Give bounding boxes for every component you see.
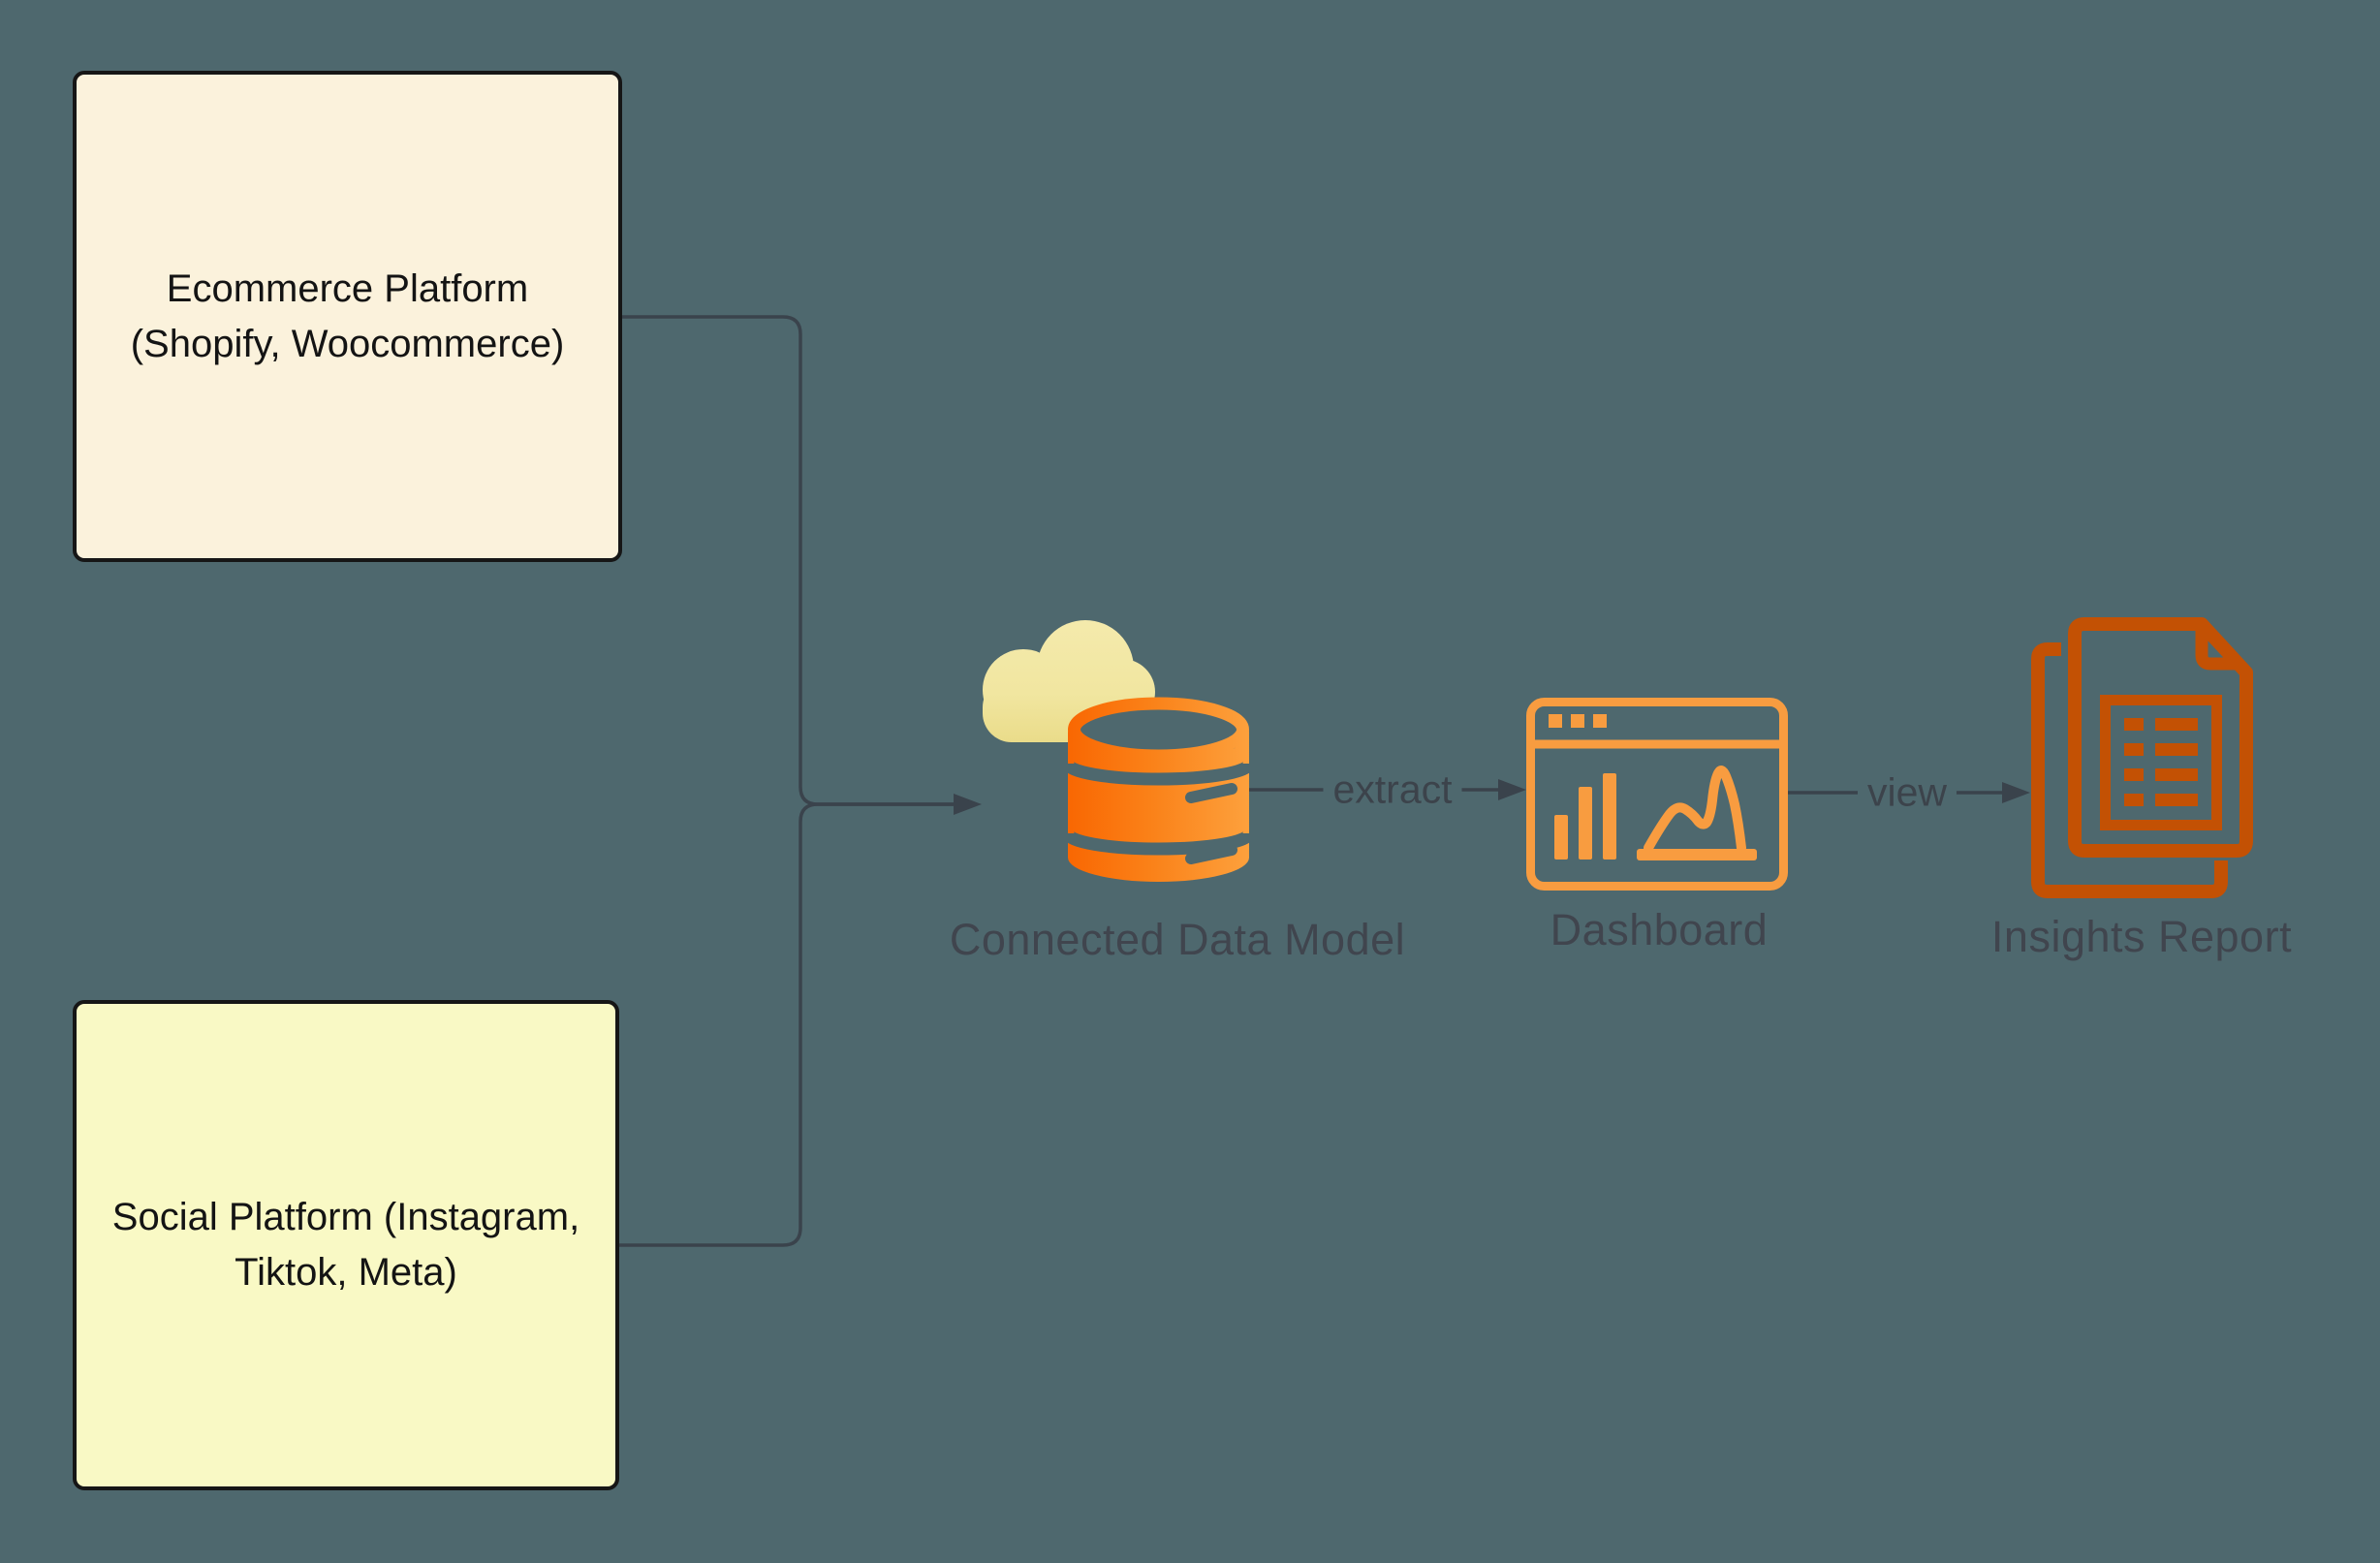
dashboard-icon	[1526, 698, 1788, 891]
bar-chart-icon	[1554, 773, 1616, 860]
extract-arrowhead-icon	[1498, 779, 1526, 800]
node-ecommerce-platform: Ecommerce Platform (Shopify, Woocommerce…	[73, 71, 622, 562]
view-edge-label: view	[1857, 767, 1957, 818]
extract-edge-label: extract	[1323, 765, 1462, 815]
back-page-icon	[2031, 642, 2228, 898]
insights-report-label: Insights Report	[1990, 912, 2293, 961]
edge-ecommerce-to-datamodel	[622, 315, 954, 806]
database-icon	[1061, 697, 1256, 882]
social-platform-label: Social Platform (Instagram, Tiktok, Meta…	[111, 1196, 580, 1294]
page-fold-icon	[2195, 628, 2240, 671]
report-table-icon	[2100, 695, 2222, 830]
merge-arrowhead-icon	[954, 794, 982, 815]
connected-data-model-label: Connected Data Model	[949, 915, 1406, 964]
view-arrowhead-icon	[2002, 782, 2030, 803]
ecommerce-platform-label: Ecommerce Platform (Shopify, Woocommerce…	[130, 266, 565, 365]
report-rows-icon	[2124, 718, 2198, 806]
browser-buttons-icon	[1549, 714, 1607, 728]
front-page-icon	[2068, 617, 2253, 858]
dashboard-label: Dashboard	[1550, 905, 1769, 954]
edge-social-to-datamodel	[619, 802, 954, 1247]
report-documents-icon	[2031, 617, 2253, 898]
node-social-platform: Social Platform (Instagram, Tiktok, Meta…	[73, 1000, 619, 1490]
area-chart-icon	[1637, 766, 1757, 860]
